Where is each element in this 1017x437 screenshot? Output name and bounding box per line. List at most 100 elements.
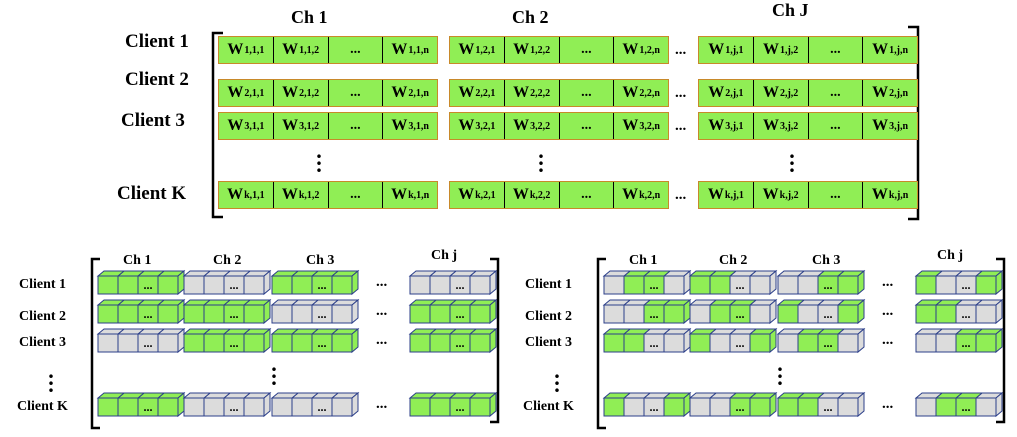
cube-block: ... bbox=[96, 327, 186, 354]
cube-face bbox=[663, 333, 685, 353]
cube-block: ... bbox=[688, 269, 778, 296]
ellipsis-cell: ... bbox=[809, 182, 864, 208]
cube-block: ... bbox=[408, 391, 498, 418]
cube-face bbox=[689, 304, 711, 324]
column-ellipsis: ... bbox=[376, 303, 388, 319]
cube-block: ... bbox=[776, 269, 866, 296]
column-ellipsis: ... bbox=[882, 396, 894, 412]
cube-block: ... bbox=[270, 327, 360, 354]
cube-block: ... bbox=[96, 298, 186, 325]
ellipsis-cell: ... bbox=[329, 113, 384, 139]
cube-face bbox=[271, 397, 293, 417]
cube-block: ... bbox=[688, 327, 778, 354]
column-ellipsis: ... bbox=[882, 274, 894, 290]
vertical-ellipsis: ... bbox=[538, 138, 544, 177]
cube-block: ... bbox=[270, 298, 360, 325]
cube-block: ... bbox=[182, 391, 272, 418]
column-ellipsis: ... bbox=[675, 42, 687, 58]
cube-block: ... bbox=[776, 391, 866, 418]
row-label: Client 3 bbox=[121, 110, 185, 131]
cube-ellipsis: ... bbox=[962, 307, 971, 321]
column-header: Ch 2 bbox=[719, 253, 748, 268]
cube-ellipsis: ... bbox=[824, 307, 833, 321]
cube-face bbox=[663, 397, 685, 417]
cube-ellipsis: ... bbox=[144, 307, 153, 321]
cube-face bbox=[623, 397, 645, 417]
cube-face bbox=[837, 333, 859, 353]
row-label: Client K bbox=[523, 399, 574, 414]
cube-face bbox=[97, 333, 119, 353]
cube-block: ... bbox=[914, 298, 1004, 325]
cube-face bbox=[777, 304, 799, 324]
cube-face bbox=[915, 304, 937, 324]
column-header: Ch J bbox=[772, 0, 809, 20]
cube-face bbox=[183, 304, 205, 324]
cube-face bbox=[429, 397, 451, 417]
cube-ellipsis: ... bbox=[318, 307, 327, 321]
row-label: Client 2 bbox=[19, 309, 67, 324]
cube-block: ... bbox=[602, 391, 692, 418]
cube-face bbox=[797, 333, 819, 353]
cube-face bbox=[749, 275, 771, 295]
ellipsis-cell: ... bbox=[329, 37, 384, 63]
vertical-ellipsis: ... bbox=[554, 358, 560, 397]
row-label: Client 2 bbox=[125, 69, 189, 90]
cube-face bbox=[777, 275, 799, 295]
column-ellipsis: ... bbox=[376, 274, 388, 290]
cube-face bbox=[183, 333, 205, 353]
row-label: Client 1 bbox=[525, 277, 573, 292]
cube-ellipsis: ... bbox=[650, 336, 659, 350]
cube-face bbox=[429, 304, 451, 324]
cube-ellipsis: ... bbox=[144, 278, 153, 292]
cube-block: ... bbox=[408, 269, 498, 296]
cube-block: ... bbox=[96, 391, 186, 418]
cube-face bbox=[749, 333, 771, 353]
cube-face bbox=[915, 397, 937, 417]
cube-ellipsis: ... bbox=[144, 336, 153, 350]
cube-face bbox=[429, 275, 451, 295]
cube-ellipsis: ... bbox=[456, 307, 465, 321]
left-bracket bbox=[90, 257, 100, 430]
ellipsis-cell: ... bbox=[809, 80, 864, 106]
cube-face bbox=[183, 275, 205, 295]
cube-face bbox=[203, 304, 225, 324]
cube-face bbox=[271, 304, 293, 324]
cube-face bbox=[331, 275, 353, 295]
cube-block: ... bbox=[182, 269, 272, 296]
cube-ellipsis: ... bbox=[736, 336, 745, 350]
cube-block: ... bbox=[776, 298, 866, 325]
cube-face bbox=[271, 333, 293, 353]
cube-face bbox=[689, 397, 711, 417]
column-header: Ch 3 bbox=[306, 253, 335, 268]
column-ellipsis: ... bbox=[376, 396, 388, 412]
cube-block: ... bbox=[96, 269, 186, 296]
cube-ellipsis: ... bbox=[230, 336, 239, 350]
ellipsis-cell: ... bbox=[329, 80, 384, 106]
cube-face bbox=[469, 275, 491, 295]
column-header: Ch 1 bbox=[291, 7, 328, 27]
cube-face bbox=[243, 333, 265, 353]
cube-block: ... bbox=[182, 298, 272, 325]
cube-face bbox=[117, 397, 139, 417]
vertical-ellipsis: ... bbox=[271, 351, 277, 390]
cube-ellipsis: ... bbox=[824, 400, 833, 414]
ellipsis-cell: ... bbox=[809, 113, 864, 139]
vertical-ellipsis: ... bbox=[777, 351, 783, 390]
